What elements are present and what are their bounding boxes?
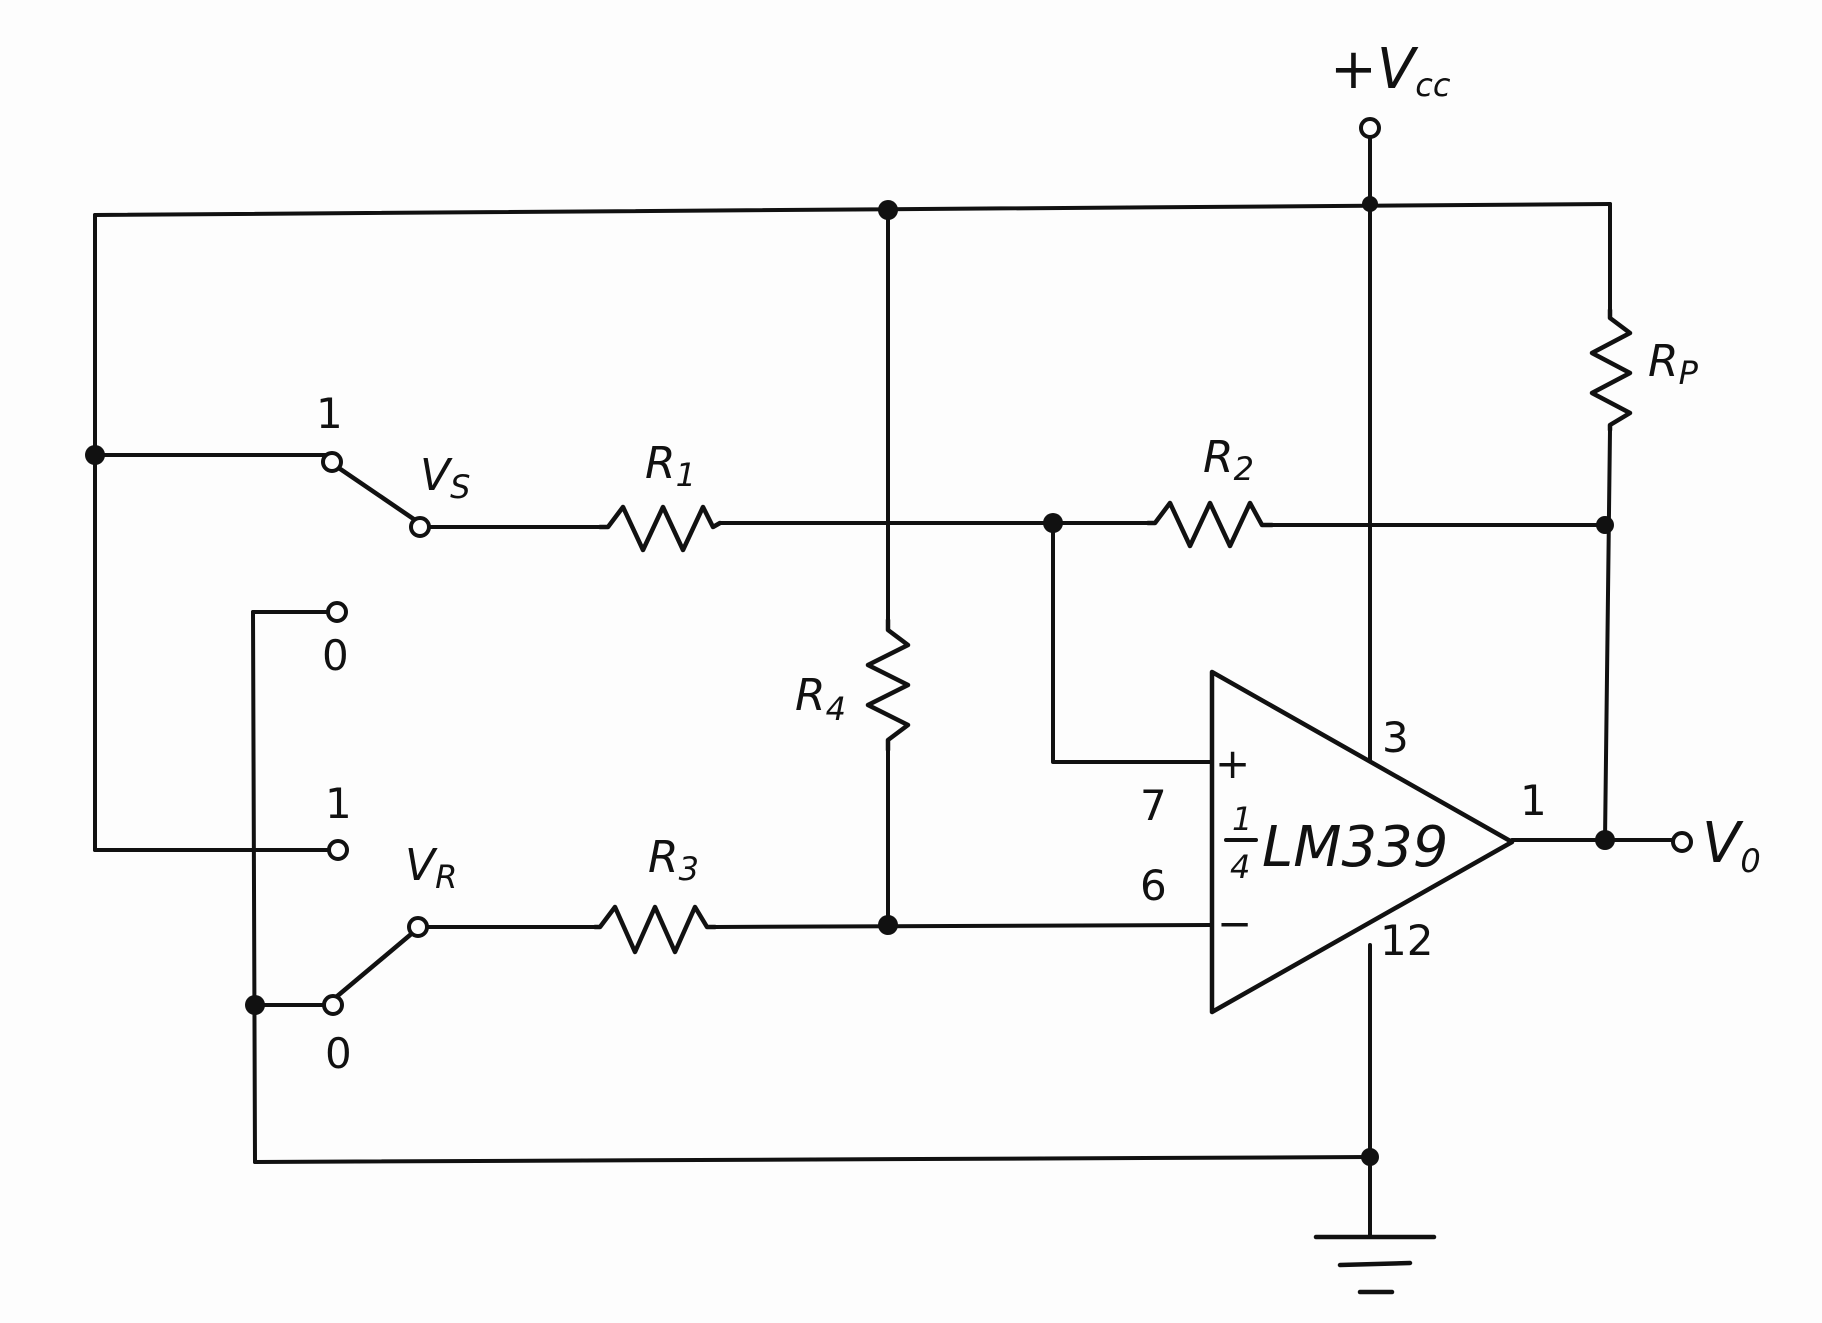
labels: +Vcc V0 R1 R2 R3 R4 RP VS 1 0 VR 1 0 + −… (316, 37, 1761, 1078)
resistor-rp (1589, 307, 1633, 433)
junction-top-r4 (878, 200, 898, 220)
label-vr-pos0: 0 (325, 1029, 352, 1078)
pin-12: 12 (1380, 916, 1433, 965)
junction-output (1595, 830, 1615, 850)
resistor-r1 (597, 504, 723, 553)
junction-top-vcc (1362, 196, 1378, 212)
label-plus: + (1215, 739, 1250, 788)
terminal-vs-pos1 (321, 451, 343, 473)
label-fraction-den: 4 (1230, 848, 1250, 886)
junction-r4-minus (878, 915, 898, 935)
junction-rp-r2 (1596, 516, 1614, 534)
comparator-lm339 (1209, 669, 1515, 1015)
label-fraction-num: 1 (1232, 800, 1252, 838)
pin-1: 1 (1520, 776, 1547, 825)
label-vo: V0 (1702, 811, 1761, 880)
terminal-vr-pos1 (327, 839, 349, 861)
label-vr: VR (405, 840, 457, 896)
label-part: LM339 (1262, 815, 1448, 880)
label-vr-pos1: 1 (325, 779, 352, 828)
pin-6: 6 (1140, 861, 1167, 910)
wire-mid-rail (251, 610, 257, 1164)
wire-plus-input (1051, 521, 1212, 764)
pin-7: 7 (1140, 781, 1167, 830)
resistor-r4 (865, 617, 911, 753)
switch-vs-arm (327, 459, 421, 525)
label-r1: R1 (645, 438, 696, 494)
wire-rp-out (1603, 428, 1612, 842)
terminal-vr-pos0 (322, 994, 344, 1016)
junction-left-vs (85, 445, 105, 465)
junction-plus-feedback (1043, 513, 1063, 533)
label-r2: R2 (1203, 432, 1254, 488)
wires (93, 134, 1674, 1237)
label-vs-pos0: 0 (322, 631, 349, 680)
switch-vr-arm (332, 927, 419, 1001)
label-rp: RP (1648, 336, 1699, 392)
resistor-r3 (592, 904, 718, 955)
terminal-vr-wiper (407, 916, 429, 938)
pin-3: 3 (1382, 713, 1409, 762)
resistor-r2 (1145, 500, 1275, 549)
label-vs-pos1: 1 (316, 389, 343, 438)
label-r4: R4 (795, 670, 846, 728)
switch-vs (327, 459, 421, 525)
switch-vr (332, 927, 419, 1001)
terminal-vs-wiper (409, 516, 431, 538)
terminal-upper-pos0 (326, 601, 348, 623)
terminal-vo (1671, 831, 1693, 853)
junction-mid-vr (245, 995, 265, 1015)
label-vcc: +Vcc (1330, 37, 1451, 104)
ground-icon (1313, 1234, 1437, 1295)
wire-r3-minus (713, 923, 1212, 929)
terminals (321, 117, 1693, 1016)
label-vs: VS (420, 450, 470, 506)
label-minus: − (1217, 899, 1252, 948)
terminal-vcc (1359, 117, 1381, 139)
junction-bottom-gnd (1361, 1148, 1379, 1166)
junction-dots (85, 196, 1615, 1166)
wire-top-rail (93, 202, 1612, 217)
wire-bottom-rail (253, 1155, 1372, 1164)
label-r3: R3 (648, 832, 699, 888)
